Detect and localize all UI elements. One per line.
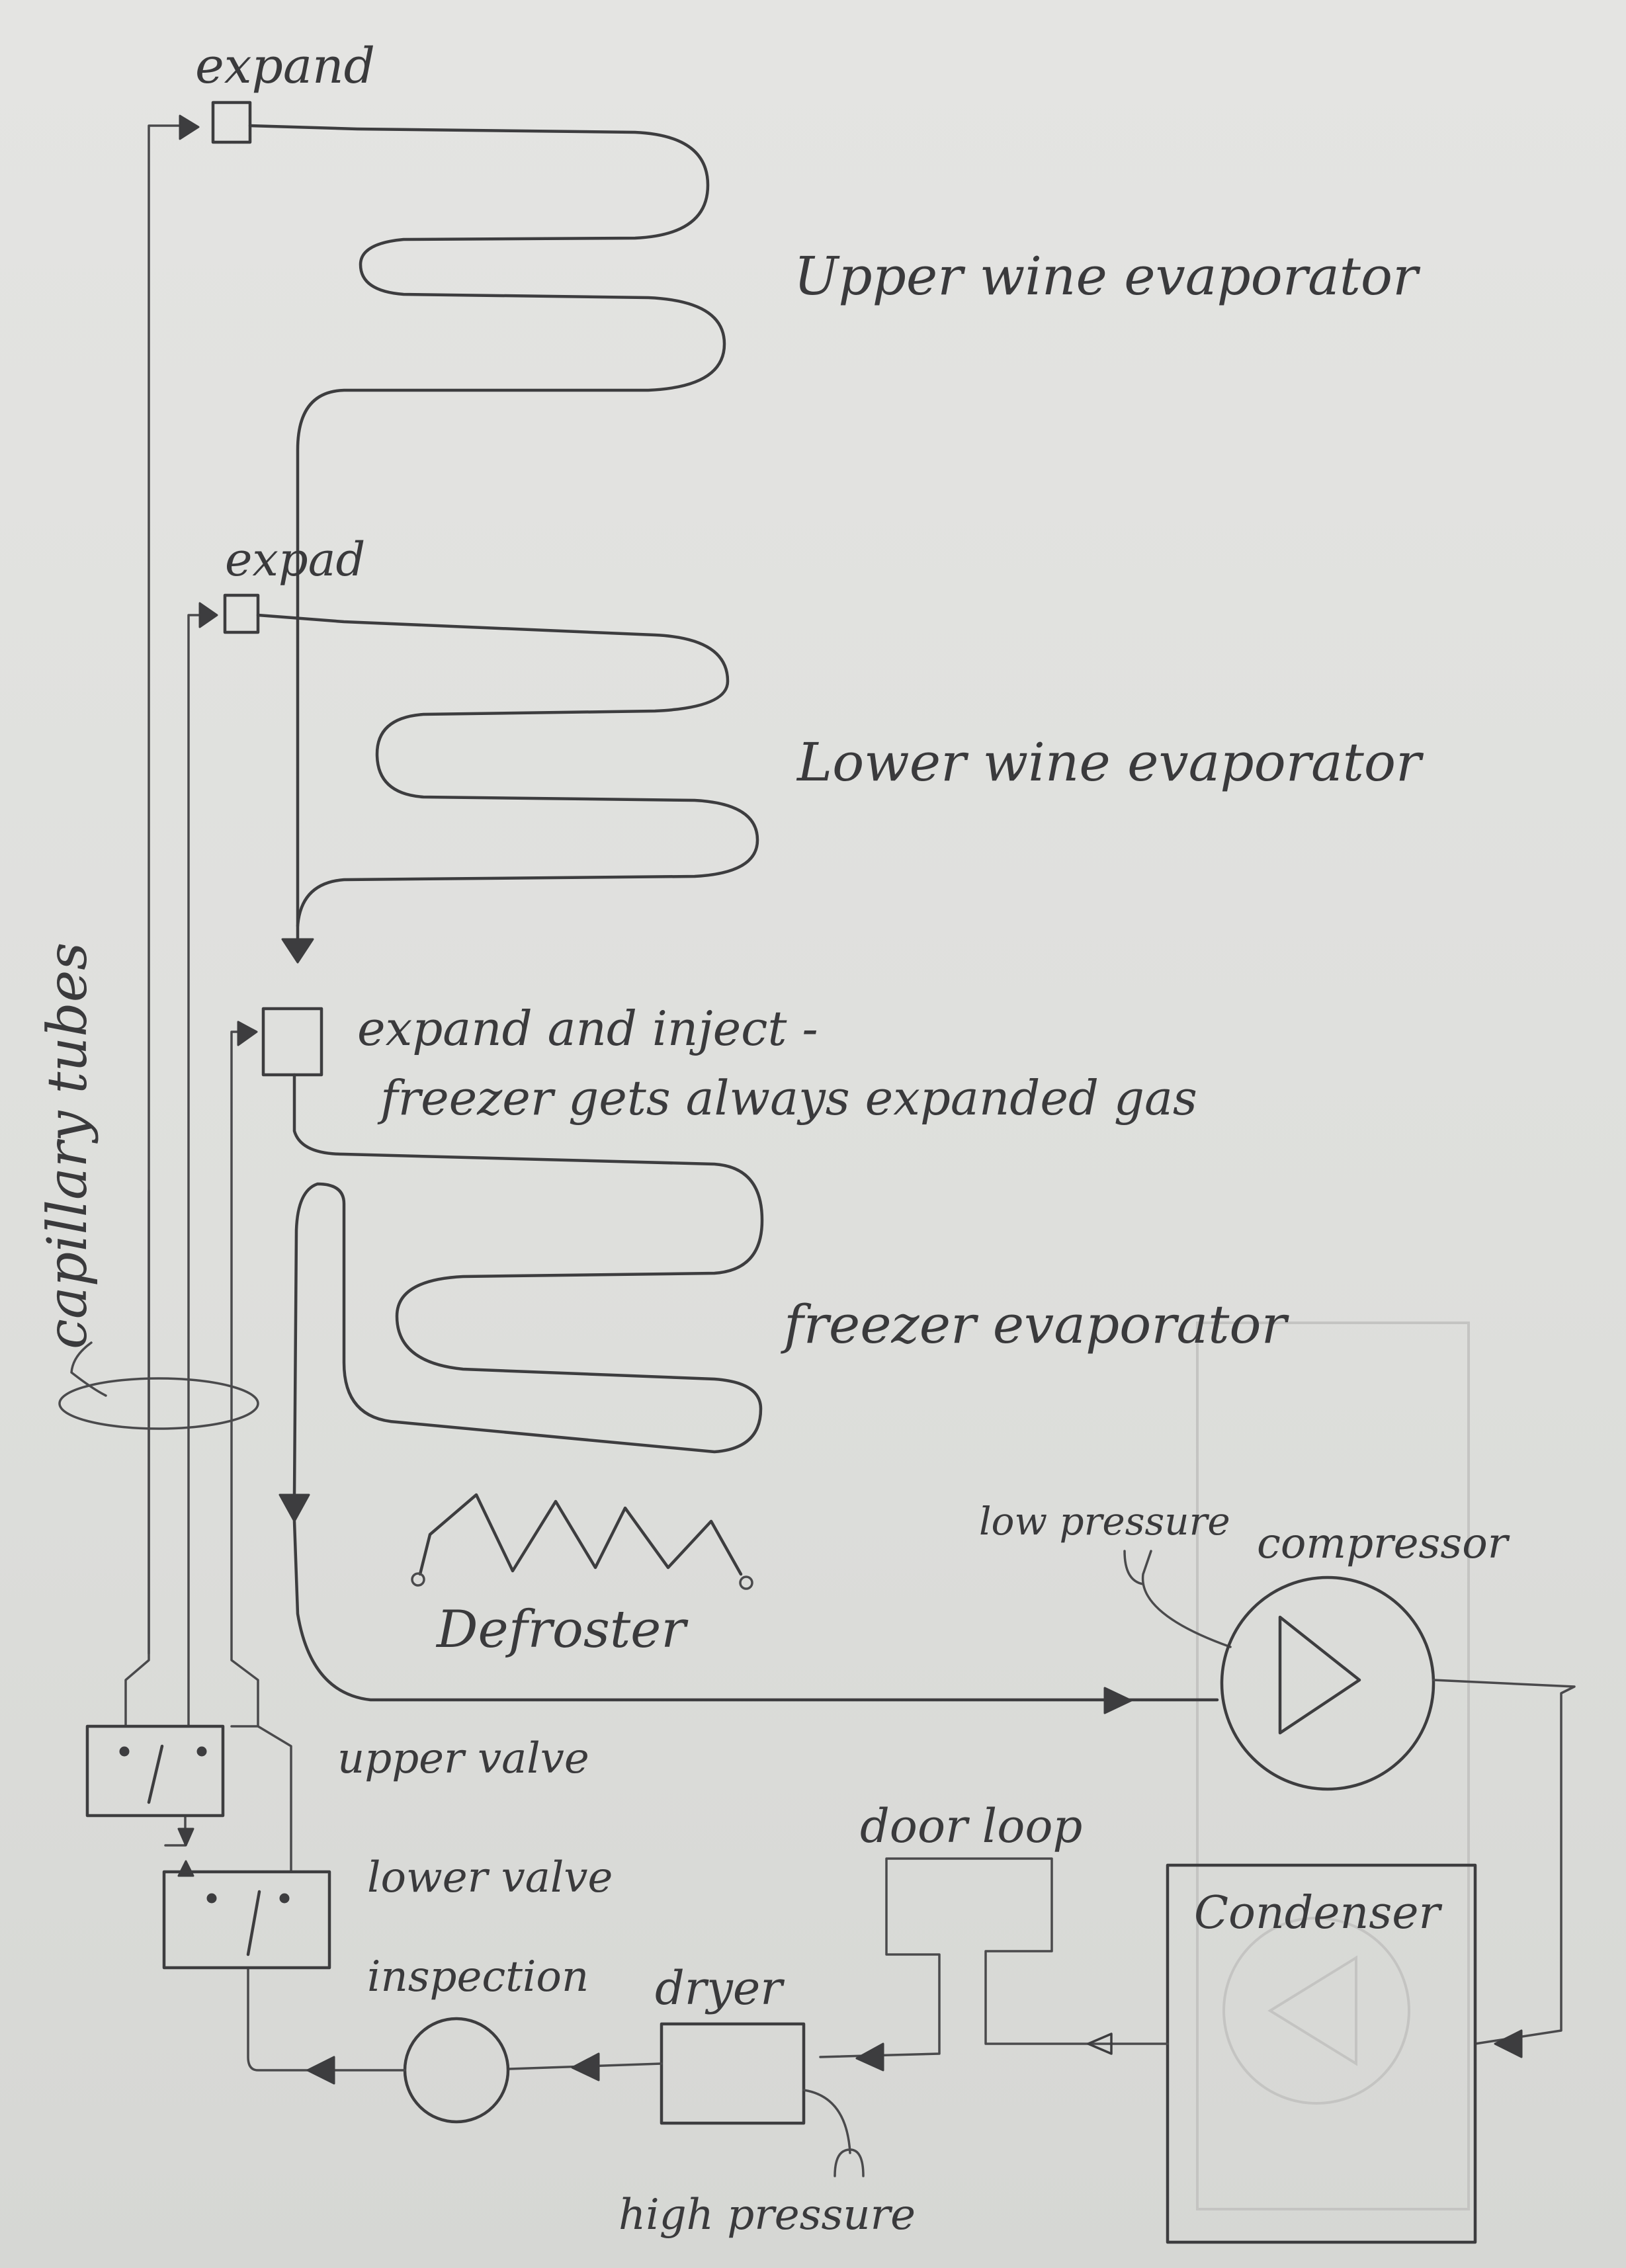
capillary-bundle-ring xyxy=(58,1377,259,1430)
arrow-into-lower-expand xyxy=(198,602,218,628)
arrow-into-condenser xyxy=(1494,2029,1523,2058)
upper-expansion-valve xyxy=(211,101,252,144)
defroster xyxy=(411,1493,753,1590)
label-freezer-evaporator: freezer evaporator xyxy=(781,1294,1290,1355)
label-door-loop: door loop xyxy=(860,1799,1082,1853)
defroster-terminal-left xyxy=(411,1572,425,1587)
dryer-box xyxy=(660,2022,806,2125)
high-pressure-port xyxy=(802,2089,851,2154)
label-upper-valve: upper valve xyxy=(337,1734,589,1783)
valves xyxy=(85,1724,331,1970)
arrow-into-lower-valve xyxy=(306,2056,335,2085)
discharge-line xyxy=(1432,1679,1576,2045)
arrow-down-to-compressor xyxy=(278,1493,310,1523)
arrow-into-upper-expand xyxy=(179,114,200,140)
label-low-pressure: low pressure xyxy=(979,1499,1230,1544)
dryer-and-inspection xyxy=(247,1966,865,2177)
capillary-tube-upper xyxy=(124,124,180,1728)
compressor xyxy=(1123,1550,1576,2058)
lower-valve-lever xyxy=(246,1890,261,1956)
lower-valve-dot-right xyxy=(279,1893,290,1904)
suction-line xyxy=(292,1519,1219,1702)
label-lower-evaporator: Lower wine evaporator xyxy=(796,732,1424,793)
lower-valve-feed xyxy=(230,1725,292,1873)
compressor-symbol xyxy=(1278,1615,1361,1735)
upper-valve-lever xyxy=(147,1744,164,1804)
capillary-leader-line xyxy=(70,1341,107,1397)
label-compressor: compressor xyxy=(1257,1519,1510,1568)
label-expand-inject-line1: expand and inject - xyxy=(357,1001,818,1056)
condenser xyxy=(819,1857,1477,2244)
label-dryer: dryer xyxy=(655,1961,785,2015)
upper-valve-dot-left xyxy=(119,1746,130,1757)
label-expand-top: expand xyxy=(195,38,375,95)
lower-valve-dot-left xyxy=(206,1893,217,1904)
label-defroster: Defroster xyxy=(435,1600,689,1659)
upper-evaporator-coil xyxy=(248,124,726,941)
inspection-sight-glass xyxy=(403,2017,510,2124)
ghost-circle xyxy=(1222,1917,1410,2105)
compressor-body xyxy=(1220,1575,1435,1791)
defroster-element xyxy=(418,1493,743,1576)
arrow-down-to-freezer-inject xyxy=(281,938,314,964)
condenser-box xyxy=(1166,1863,1477,2244)
arrow-into-dryer xyxy=(855,2042,884,2072)
upper-evaporator xyxy=(179,101,726,964)
lower-evaporator-coil xyxy=(256,613,759,928)
ghost-triangle xyxy=(1267,1955,1357,2066)
upper-valve-box xyxy=(85,1724,225,1818)
arrow-into-compressor xyxy=(1103,1687,1133,1714)
label-expand-mid: expad xyxy=(225,532,365,587)
freezer-inject-valve xyxy=(261,1007,323,1077)
bleed-through-marks xyxy=(1196,1322,1470,2210)
freezer-evaporator xyxy=(237,1007,1219,1714)
label-lower-valve: lower valve xyxy=(367,1853,613,1902)
high-pressure-cap xyxy=(834,2148,865,2177)
label-condenser: Condenser xyxy=(1194,1887,1442,1939)
label-capillary-tubes: capillary tubes xyxy=(36,943,99,1349)
lower-evaporator xyxy=(198,593,759,928)
defroster-terminal-right xyxy=(739,1575,753,1590)
capillary-tube-freezer xyxy=(230,1030,259,1728)
capillary-tube-lower xyxy=(187,614,200,1728)
arrow-into-upper-valve xyxy=(177,1860,194,1877)
arrow-into-freezer-inject xyxy=(237,1021,258,1046)
upper-valve-dot-right xyxy=(196,1746,207,1757)
label-inspection: inspection xyxy=(367,1953,589,2001)
arrow-into-inspection xyxy=(571,2052,600,2081)
labels: expand Upper wine evaporator expad Lower… xyxy=(36,38,1510,2240)
ghost-rectangle xyxy=(1196,1322,1470,2210)
low-pressure-port-left xyxy=(1123,1550,1144,1585)
inspection-to-valve-line xyxy=(247,1966,406,2072)
freezer-evaporator-coil xyxy=(292,1073,764,1497)
arrow-up-to-valve xyxy=(177,1827,194,1847)
door-loop xyxy=(819,1857,1169,2058)
label-expand-inject-line2: freezer gets always expanded gas xyxy=(377,1070,1197,1126)
lower-expansion-valve xyxy=(223,593,260,634)
label-upper-evaporator: Upper wine evaporator xyxy=(794,245,1421,307)
lower-valve-box xyxy=(162,1870,331,1970)
arrow-out-of-condenser xyxy=(1087,2033,1113,2055)
low-pressure-port xyxy=(1141,1550,1232,1648)
label-high-pressure: high pressure xyxy=(619,2191,916,2240)
